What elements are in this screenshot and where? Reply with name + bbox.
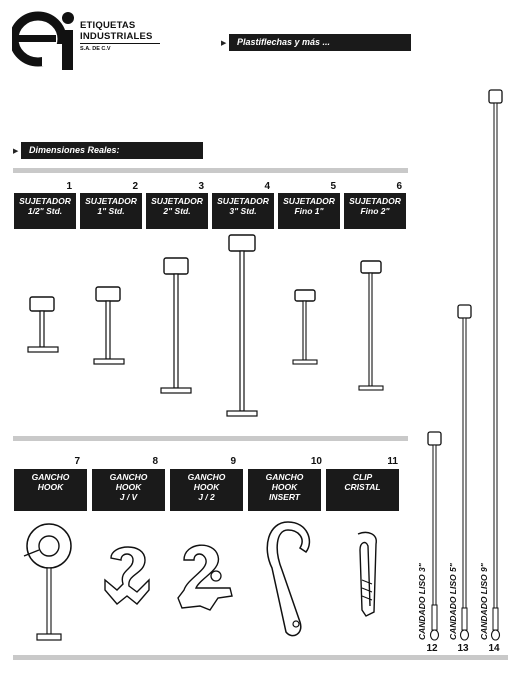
item-number: 7 bbox=[74, 456, 80, 467]
candado-label-5: CANDADO LISO 5" bbox=[448, 563, 458, 640]
item-number: 5 bbox=[330, 181, 336, 192]
item-number: 8 bbox=[152, 456, 158, 467]
candado-5-illustration bbox=[457, 304, 472, 641]
fastener-illustration-5 bbox=[292, 289, 318, 365]
item-number: 4 bbox=[264, 181, 270, 192]
gancho-hook-j2-illustration bbox=[177, 544, 233, 611]
clip-cristal-illustration bbox=[357, 531, 377, 617]
item-number: 10 bbox=[310, 456, 322, 467]
gancho-hook-insert-illustration bbox=[266, 521, 311, 637]
item-number: 3 bbox=[198, 181, 204, 192]
item-number: 13 bbox=[457, 643, 469, 654]
candado-3-illustration bbox=[427, 431, 442, 641]
candado-9-illustration bbox=[488, 89, 503, 641]
candado-label-3: CANDADO LISO 3" bbox=[417, 563, 427, 640]
logo-line2: INDUSTRIALES bbox=[80, 31, 153, 42]
gancho-hook-jv-illustration bbox=[104, 546, 150, 605]
section-bar: Dimensiones Reales: bbox=[21, 142, 203, 159]
fastener-illustration-6 bbox=[358, 260, 384, 391]
item-number: 14 bbox=[488, 643, 500, 654]
item-number: 1 bbox=[66, 181, 72, 192]
header-bar: Plastiflechas y más ... bbox=[229, 34, 411, 51]
item-number: 9 bbox=[230, 456, 236, 467]
logo-line3: S.A. DE C.V bbox=[80, 46, 111, 52]
ei-monogram bbox=[12, 11, 74, 70]
divider-middle bbox=[13, 436, 408, 441]
fastener-illustration-3 bbox=[160, 257, 192, 394]
divider-top bbox=[13, 168, 408, 173]
item-number: 6 bbox=[396, 181, 402, 192]
item-number: 11 bbox=[387, 456, 398, 467]
item-number: 2 bbox=[132, 181, 138, 192]
divider-bottom bbox=[13, 655, 508, 660]
candado-label-9: CANDADO LISO 9" bbox=[479, 563, 489, 640]
logo-line1: ETIQUETAS bbox=[80, 20, 136, 31]
company-logo: ETIQUETAS INDUSTRIALES S.A. DE C.V bbox=[12, 8, 162, 70]
item-number: 12 bbox=[426, 643, 438, 654]
bullet-triangle-icon: ▶ bbox=[221, 40, 227, 47]
fastener-illustration-1 bbox=[27, 296, 59, 353]
bullet-triangle-icon: ▶ bbox=[13, 148, 19, 155]
fastener-illustration-2 bbox=[93, 286, 125, 365]
gancho-hook-illustration bbox=[23, 523, 72, 641]
fastener-illustration-4 bbox=[226, 234, 258, 417]
